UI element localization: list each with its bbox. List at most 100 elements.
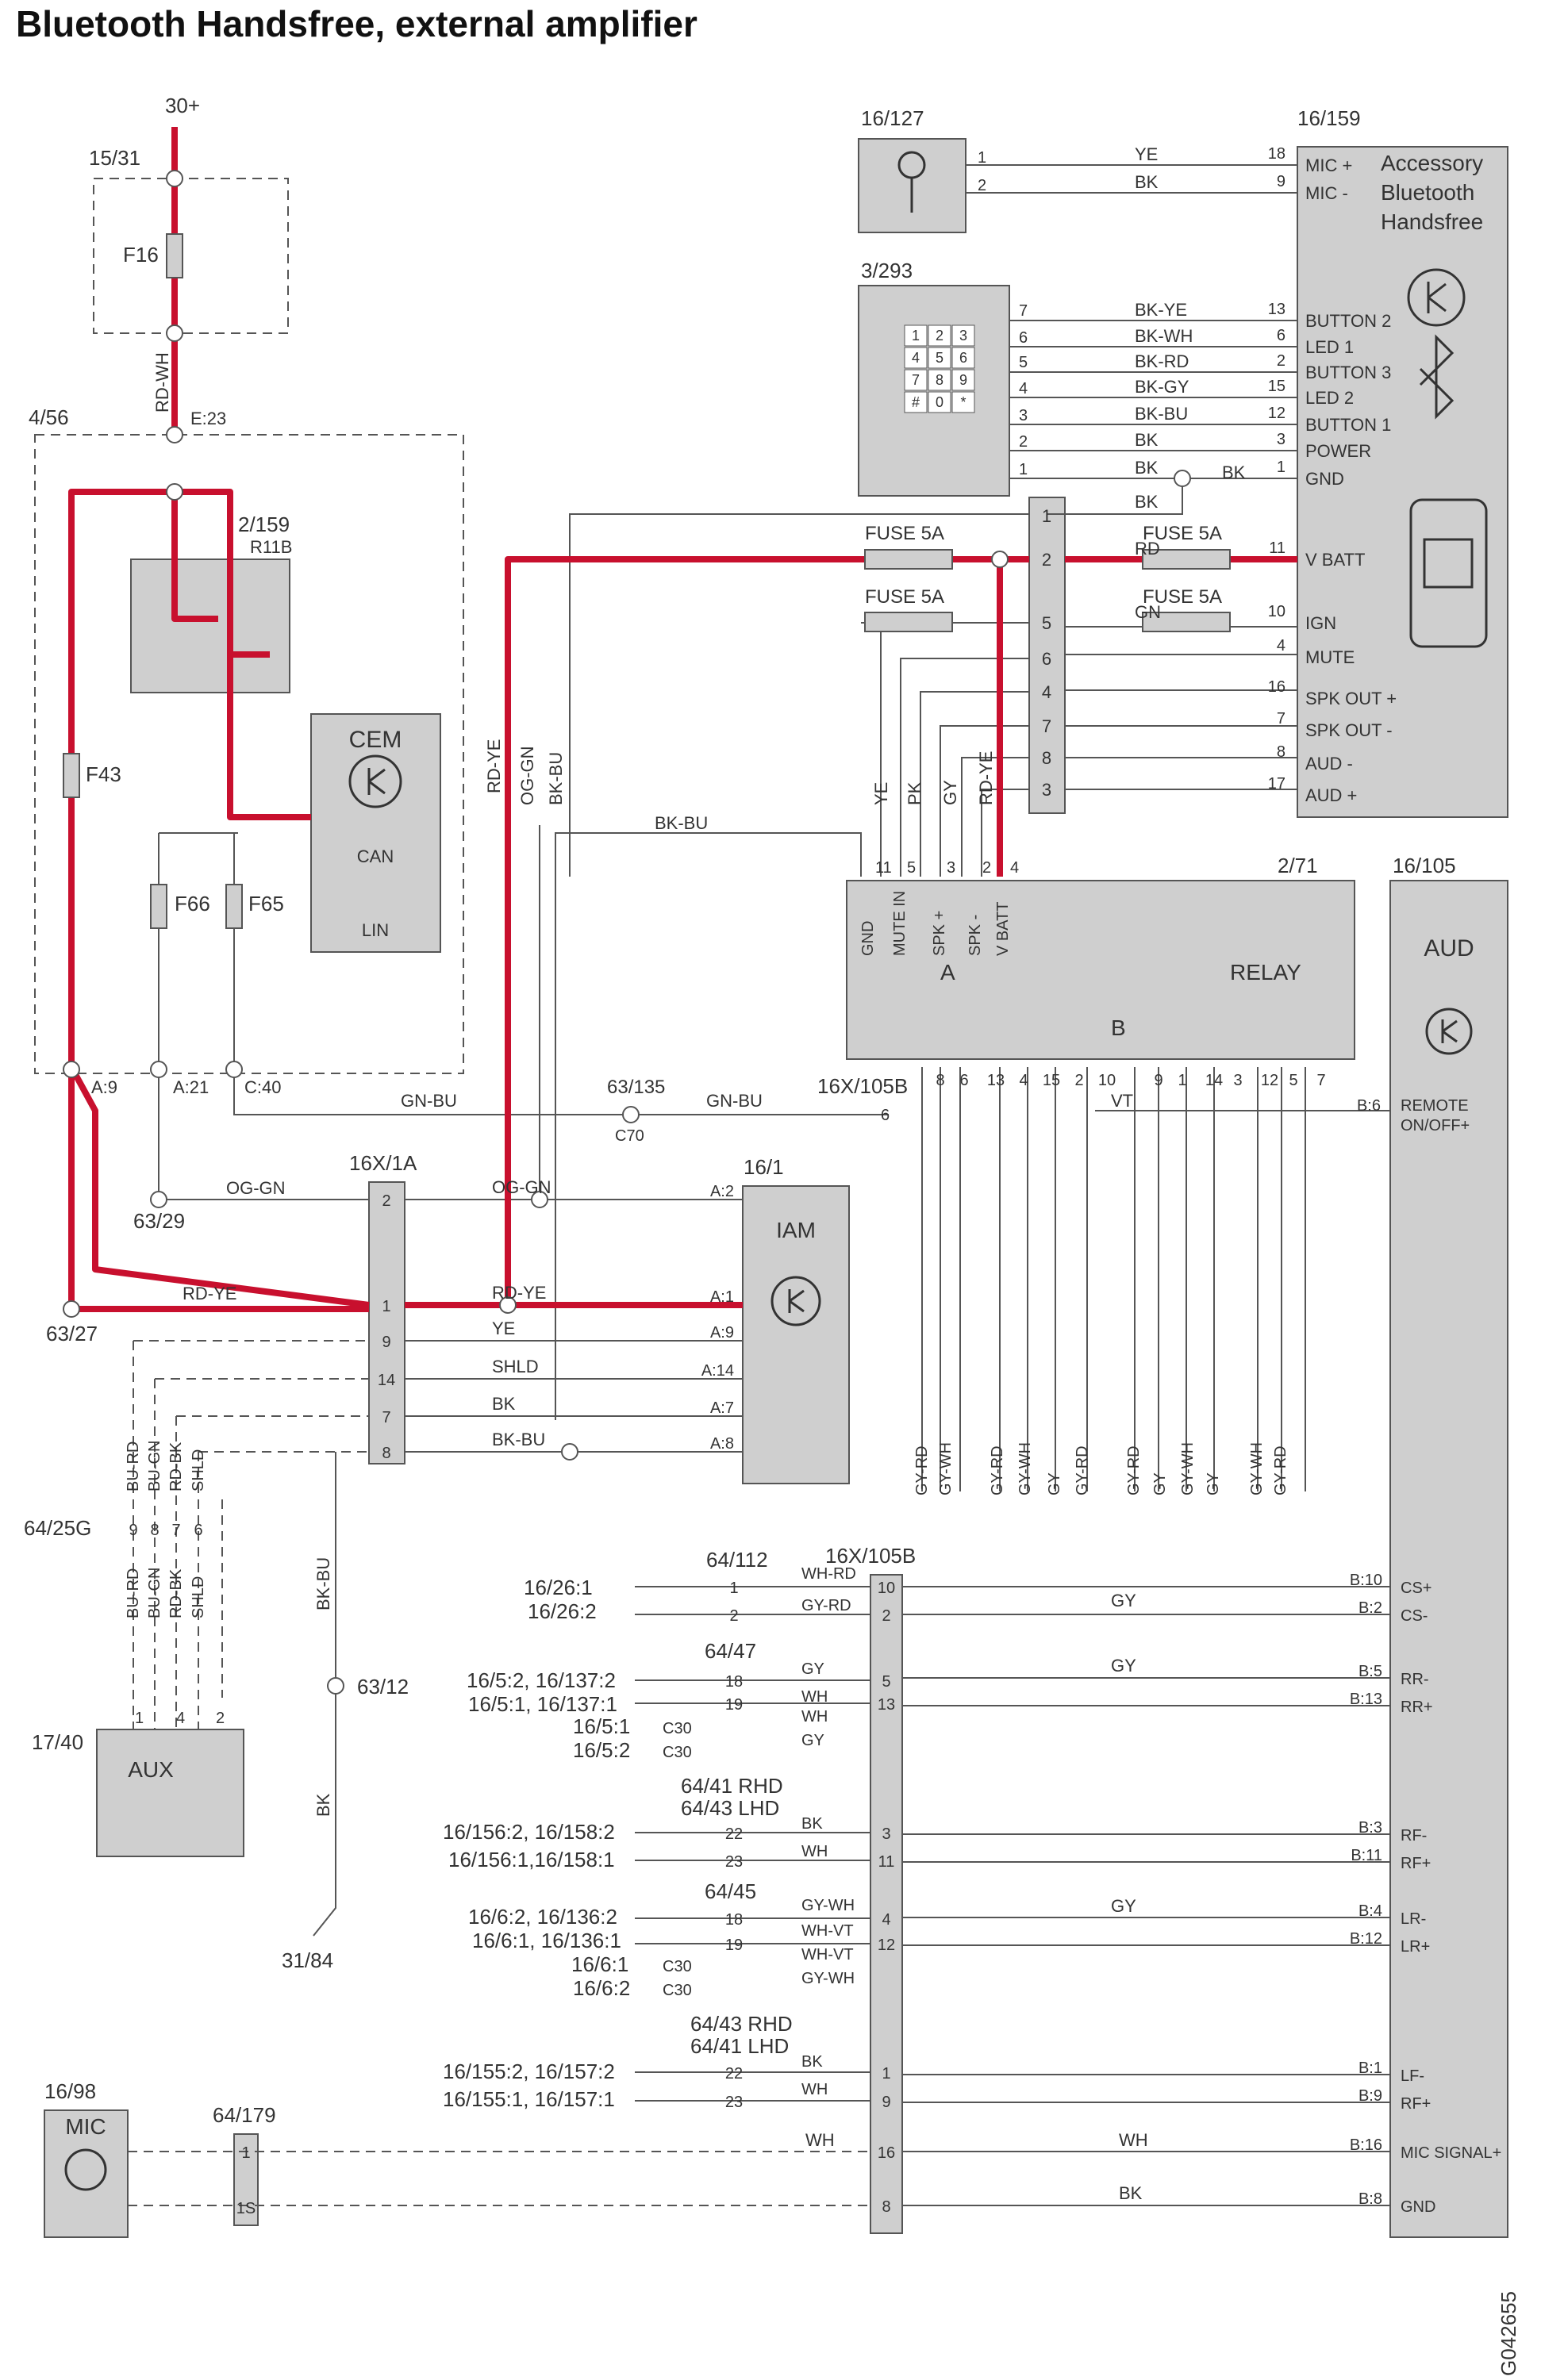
handsfree-ecu-icon [1407,268,1466,327]
speaker-wire: GY [801,1660,824,1678]
amplifier-pin-label: CS- [1401,1607,1428,1625]
relay-top-wire: YE [871,782,891,805]
iam-end: A:7 [710,1399,734,1417]
amplifier-pin: B:12 [1350,1930,1382,1948]
speaker-c30: C30 [663,1720,692,1737]
speaker-pin: 2 [729,1607,738,1625]
relay-r11b-id: 2/159 [238,512,290,536]
handsfree-pin-label: 13 [1268,301,1285,318]
keypad-key-label: # [912,394,920,410]
relay-name: RELAY [1230,960,1301,985]
speaker-conn-pin: 1 [882,2065,890,2082]
handsfree-id: 16/159 [1297,106,1361,130]
fuse-label-2: FUSE 5A [865,586,944,608]
ground-bk: BK [313,1793,333,1817]
aux-wire-lower: BU-GN [146,1568,163,1618]
iam-pin: 9 [382,1334,390,1351]
relay-bottom-wire: GY-RD [1125,1445,1143,1495]
amplifier-remote-pin: B:6 [1357,1097,1381,1115]
aux-pin: 9 [129,1522,137,1539]
handsfree-pin-label: 6 [1277,327,1285,344]
handsfree-pin-name: AUD - [1305,754,1353,774]
ground-63-12: 63/12 [357,1675,409,1699]
amplifier-pin: B:5 [1358,1663,1382,1680]
iam-pin: 7 [382,1409,390,1426]
wires [128,164,1390,2206]
speaker-terminal: 16/6:2, 16/136:2 [468,1905,617,1929]
handsfree-wire-label: BK [1135,430,1159,450]
speaker-conn-pin: 13 [878,1696,895,1714]
speaker-wire: WH-VT [801,1946,854,1964]
amplifier-pin: B:16 [1350,2136,1382,2154]
speaker-pin: 1 [729,1580,738,1597]
ground-bk-bu: BK-BU [313,1557,333,1610]
speaker-wire: WH [801,2081,828,2098]
handsfree-pin-name: AUD + [1305,785,1357,805]
speaker-terminal: 16/5:2 [573,1738,630,1762]
speaker-conn-pin: 12 [878,1937,895,1954]
amplifier-pin: B:4 [1358,1902,1382,1920]
handsfree-wire-label: GN [1135,602,1161,622]
handsfree-pin-label: 15 [1268,378,1285,395]
amplifier-pin-label: RF- [1401,1827,1427,1844]
wire-rdwh: RD-WH [152,352,172,413]
speaker-pin: 19 [725,1937,743,1954]
aux-name: AUX [128,1757,174,1782]
speaker-wire: GY-WH [801,1897,855,1914]
relay-top-pin: 5 [907,859,916,877]
relay-bottom-pin: 13 [987,1072,1005,1089]
speaker-terminal: 16/5:1, 16/137:1 [468,1692,617,1716]
supply-label: 30+ [165,94,200,117]
speaker-wire: WH [801,1708,828,1726]
mic-box [44,2109,129,2238]
cem-can: CAN [357,846,394,866]
keypad-key-label: 1 [912,328,920,344]
handsfree-pin-label: 11 [1269,539,1285,557]
speaker-wire: WH-RD [801,1565,856,1583]
relay-top-wire: RD-YE [976,751,996,805]
vertical-rd-ye: RD-YE [484,739,504,793]
keypad-key [951,369,975,391]
aux-wire-upper: BU-RD [125,1441,142,1491]
fuse-box-pin: 8 [1042,748,1051,768]
handsfree-pin-label: 12 [1268,405,1285,422]
speaker-terminal: 16/5:2, 16/137:2 [467,1668,616,1692]
iam-end: A:8 [710,1435,734,1453]
mic-pin-1: 1 [241,2144,250,2162]
iam-end: A:14 [701,1362,734,1380]
relay-id: 2/71 [1278,854,1318,877]
connector-16x105b [870,1574,903,2234]
keypad-key-label: 6 [959,350,967,366]
fuse-box-pin: 7 [1042,716,1051,736]
keypad-pin: 5 [1019,354,1028,371]
relay-bottom-pin: 7 [1316,1072,1325,1089]
f16-fuse-frame [93,178,289,334]
speaker-conn-pin: 4 [882,1911,890,1929]
iam-left-rd: RD-YE [183,1284,236,1303]
relay-box [846,880,1355,1060]
speaker-terminal: 16/156:1,16/158:1 [448,1848,615,1871]
speaker-wire: GY-RD [801,1597,851,1614]
speaker-connector: 64/41 RHD [681,1774,783,1798]
handsfree-pin-name: MIC + [1305,155,1352,175]
amplifier-pin-label: CS+ [1401,1580,1431,1597]
speaker-terminal: 16/6:1, 16/136:1 [472,1929,621,1952]
mic-wire-wh-2: WH [1119,2130,1148,2150]
keypad-pin: 2 [1019,433,1028,451]
handsfree-pin-name: SPK OUT + [1305,689,1397,708]
keypad-pin: 4 [1019,380,1028,397]
speaker-pin: 19 [725,1696,743,1714]
keypad-key-label: 2 [936,328,943,344]
gnbu-splice-c: C70 [615,1127,644,1145]
speaker-conn-pin: 2 [882,1607,890,1625]
amplifier-pin-label: LF- [1401,2067,1424,2085]
relay-bottom-pin: 10 [1098,1072,1116,1089]
relay-top-label: GND [859,921,877,956]
handsfree-wire-label: BK-RD [1135,351,1189,371]
cem-box [310,713,441,953]
relay-bottom-wire: GY [1151,1472,1169,1495]
cem-lin: LIN [362,920,389,940]
speaker-terminal: 16/6:1 [571,1952,628,1976]
relay-bottom-wire: GY-WH [937,1442,955,1495]
handsfree-pin-name: LED 1 [1305,337,1354,357]
